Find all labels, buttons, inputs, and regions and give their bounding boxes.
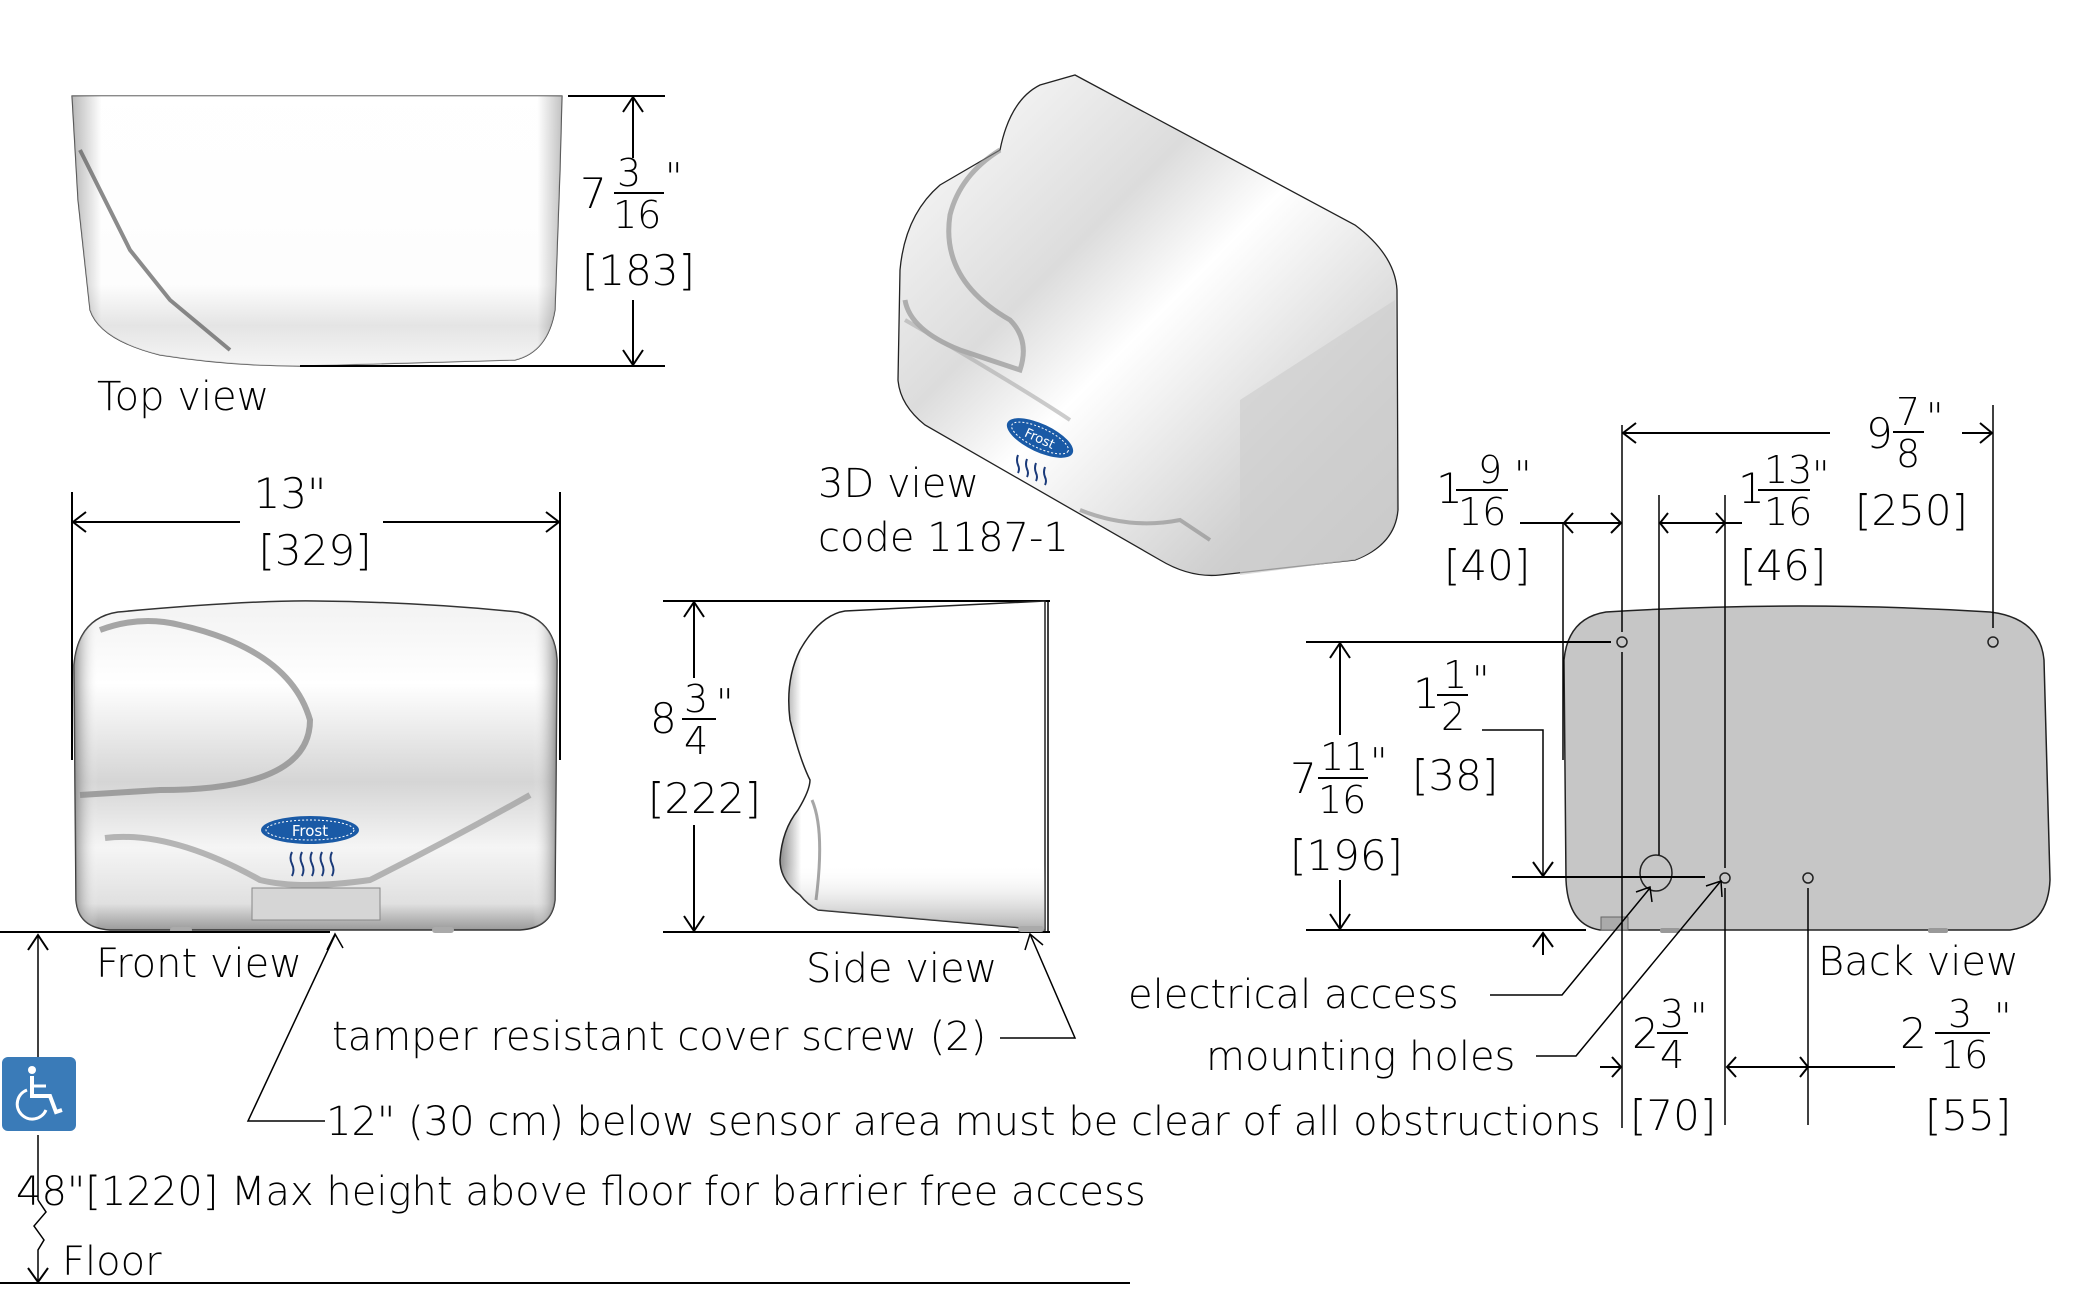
mounting-hole: [1802, 872, 1814, 884]
back-view: 9 7 8 " [250] 1 9 16 " [40] 1 13 16 " [4…: [1290, 390, 2051, 1140]
svg-text:2: 2: [1900, 1009, 1927, 1058]
svg-text:1: 1: [1413, 669, 1440, 718]
three-d-view-label: 3D view: [818, 461, 979, 507]
svg-text:": ": [1472, 658, 1489, 702]
three-d-side-face: [1240, 300, 1396, 575]
svg-text:": ": [1926, 395, 1943, 439]
back-dimension-left-offset: 1 9 16 " [40]: [1436, 448, 1531, 590]
front-view: 13" [329] Frost Front view: [0, 469, 561, 987]
frost-logo: Frost: [261, 816, 359, 844]
svg-text:2: 2: [1632, 1009, 1659, 1058]
svg-text:": ": [665, 155, 682, 199]
heat-wave-icon: [289, 851, 335, 877]
top-view-crease: [78, 149, 232, 352]
svg-text:7: 7: [1290, 754, 1317, 803]
three-d-heat-wave-icon: [1016, 454, 1047, 486]
back-dimension-hole-height: 7 11 16 " [196]: [1290, 735, 1403, 880]
svg-text:[196]: [196]: [1290, 831, 1403, 880]
svg-text:13: 13: [1764, 448, 1812, 492]
svg-text:[40]: [40]: [1444, 541, 1530, 590]
floor-label: Floor: [62, 1239, 162, 1285]
svg-text:1: 1: [1738, 464, 1765, 513]
back-dimension-access-offset: 1 13 16 " [46]: [1738, 448, 1829, 590]
back-panel: [1563, 605, 2051, 931]
mounting-hole: [1616, 636, 1628, 648]
svg-text:": ": [1690, 995, 1707, 1039]
back-dimension-lower-hole-spacing: 2 3 16 " [55]: [1900, 992, 2011, 1140]
svg-text:3: 3: [684, 677, 708, 721]
front-view-top-scoop: [79, 618, 314, 798]
top-view-dimension: 7 3 16 " [183]: [580, 151, 695, 295]
svg-text:9: 9: [1866, 409, 1893, 458]
svg-text:[250]: [250]: [1855, 486, 1968, 535]
svg-text:[38]: [38]: [1412, 751, 1498, 800]
back-dimension-bottom-offset: 1 1 2 " [38]: [1412, 653, 1498, 800]
electrical-access-hole: [1639, 854, 1673, 892]
svg-text:16: 16: [1764, 490, 1812, 534]
three-d-view: Frost 3D view code 1187-1: [818, 74, 1399, 577]
svg-text:9: 9: [1478, 448, 1502, 492]
front-width-metric: [329]: [259, 526, 372, 575]
svg-text:4: 4: [1660, 1033, 1684, 1077]
side-view-dimension: 8 3 4 " [222]: [648, 677, 761, 823]
svg-text:11: 11: [1320, 735, 1368, 779]
front-view-label: Front view: [96, 941, 302, 987]
svg-text:16: 16: [1318, 778, 1366, 822]
mounting-holes-callout: mounting holes: [1206, 1034, 1515, 1080]
top-view: 7 3 16 " [183] Top view: [71, 95, 695, 420]
svg-text:8: 8: [650, 694, 677, 743]
svg-text:[222]: [222]: [648, 774, 761, 823]
electrical-access-callout: electrical access: [1128, 972, 1459, 1018]
side-view-label: Side view: [806, 946, 997, 992]
back-dimension-lower-hole-left: 2 3 4 " [70]: [1630, 992, 1716, 1140]
svg-text:[183]: [183]: [582, 246, 695, 295]
svg-text:7: 7: [580, 169, 607, 218]
svg-text:": ": [1370, 740, 1387, 784]
svg-text:8: 8: [1896, 432, 1920, 476]
max-height-note: 48"[1220] Max height above floor for bar…: [16, 1169, 1146, 1215]
svg-text:4: 4: [684, 719, 708, 763]
svg-text:3: 3: [617, 151, 641, 195]
top-view-label: Top view: [97, 374, 269, 420]
product-code: code 1187-1: [818, 515, 1069, 561]
svg-text:": ": [1994, 995, 2011, 1039]
sensor-clearance-note: 12" (30 cm) below sensor area must be cl…: [326, 1099, 1601, 1145]
svg-text:16: 16: [1458, 490, 1506, 534]
mounting-hole: [1719, 872, 1731, 884]
svg-text:3: 3: [1948, 992, 1972, 1036]
svg-text:3: 3: [1660, 992, 1684, 1036]
svg-text:16: 16: [613, 193, 661, 237]
svg-text:1: 1: [1436, 464, 1463, 513]
svg-text:[55]: [55]: [1925, 1091, 2011, 1140]
front-width-imperial: 13": [254, 469, 327, 518]
svg-text:": ": [1812, 453, 1829, 497]
svg-text:[46]: [46]: [1740, 541, 1826, 590]
front-view-bottom-curve: [104, 792, 532, 888]
svg-text:16: 16: [1940, 1033, 1988, 1077]
svg-text:2: 2: [1441, 695, 1465, 739]
wheelchair-icon: [2, 1057, 76, 1131]
mounting-hole: [1987, 636, 1999, 648]
svg-text:": ": [1514, 453, 1531, 497]
svg-text:": ": [716, 681, 733, 725]
svg-text:Frost: Frost: [292, 822, 328, 840]
tamper-screw-callout: tamper resistant cover screw (2): [332, 1014, 986, 1060]
svg-text:1: 1: [1443, 653, 1467, 697]
back-dimension-hole-span: 9 7 8 " [250]: [1855, 390, 1968, 535]
side-view: 8 3 4 " [222] Side view: [648, 600, 1050, 992]
sensor-window: [251, 887, 381, 921]
back-view-label: Back view: [1818, 939, 2019, 985]
svg-text:[70]: [70]: [1630, 1091, 1716, 1140]
svg-text:7: 7: [1896, 390, 1920, 434]
